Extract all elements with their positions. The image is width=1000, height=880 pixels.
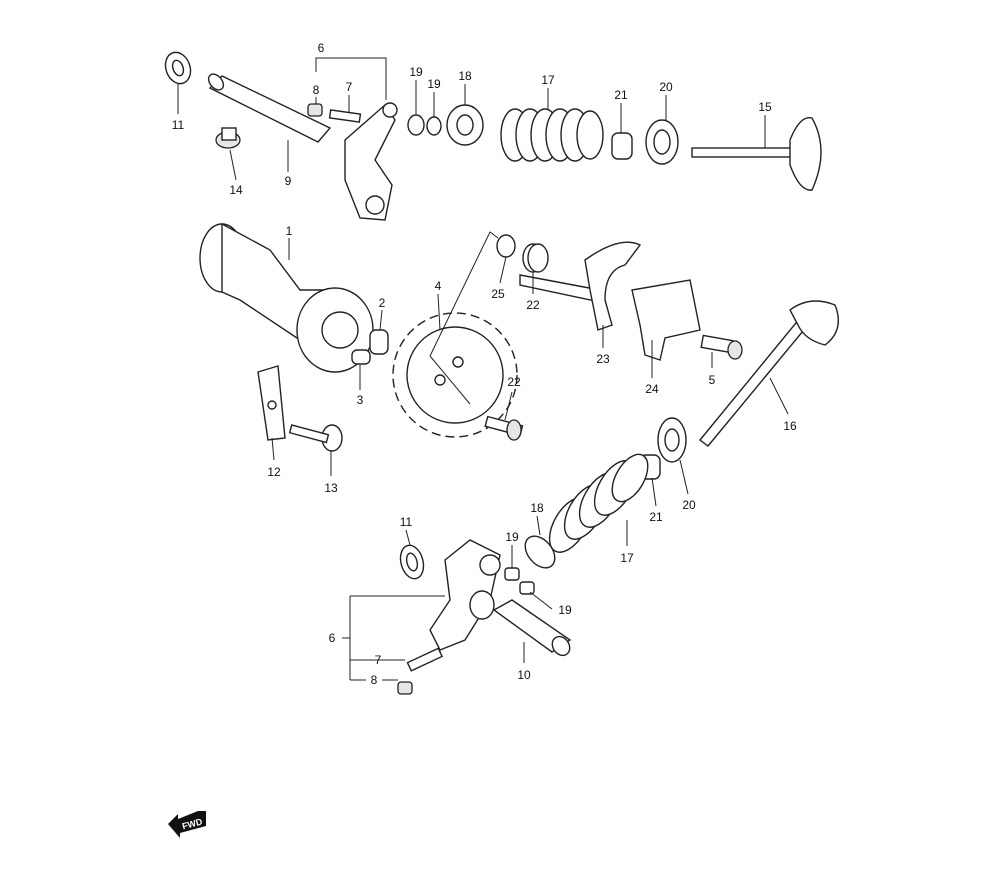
spring-17-upper xyxy=(500,108,604,162)
rocker-shaft-10 xyxy=(492,599,572,657)
part-callout-11: 11 xyxy=(172,118,185,132)
spring-17-lower xyxy=(548,453,649,553)
part-callout-19: 19 xyxy=(558,603,572,617)
decomp-shaft-23 xyxy=(519,241,642,331)
pin-3 xyxy=(351,349,371,365)
nut-8-lower xyxy=(397,681,413,695)
rocker-arm-6-upper xyxy=(344,102,398,221)
valve-16 xyxy=(698,300,839,447)
part-callout-6: 6 xyxy=(329,631,336,645)
adjust-screw-7-lower xyxy=(406,647,444,672)
screw-13 xyxy=(288,424,343,452)
part-callout-2: 2 xyxy=(379,296,386,310)
part-callout-7: 7 xyxy=(346,80,353,94)
retainer-18-lower xyxy=(524,535,556,569)
rocker-shaft-9 xyxy=(207,73,332,143)
part-callout-17: 17 xyxy=(541,73,555,87)
cotters-19-lower xyxy=(504,567,535,595)
part-callout-19: 19 xyxy=(409,65,423,79)
part-callout-17: 17 xyxy=(620,551,634,565)
leader-line xyxy=(405,529,411,546)
rocker-arm-6-lower xyxy=(429,539,501,651)
part-callout-8: 8 xyxy=(371,673,378,687)
part-callout-18: 18 xyxy=(530,501,544,515)
leader-line xyxy=(529,591,553,610)
part-callout-4: 4 xyxy=(435,279,442,293)
valve-15 xyxy=(691,116,822,191)
sprocket-4 xyxy=(392,312,518,438)
part-callout-9: 9 xyxy=(285,174,292,188)
adjust-screw-7-upper xyxy=(328,109,362,123)
camshaft-1 xyxy=(199,222,374,373)
retainer-18-upper xyxy=(446,104,484,146)
nut-8-upper xyxy=(307,103,323,117)
part-callout-22: 22 xyxy=(526,298,540,312)
part-callout-8: 8 xyxy=(313,83,320,97)
part-callout-19: 19 xyxy=(505,530,519,544)
leader-line xyxy=(379,309,383,331)
part-callout-21: 21 xyxy=(614,88,628,102)
part-callout-14: 14 xyxy=(229,183,243,197)
plate-12 xyxy=(257,365,286,441)
part-callout-3: 3 xyxy=(357,393,364,407)
spring-seat-20-upper xyxy=(645,119,679,165)
bolt-5 xyxy=(700,334,743,360)
part-callout-23: 23 xyxy=(596,352,610,366)
seal-21-upper xyxy=(611,132,633,160)
cotters-19-upper xyxy=(407,114,442,136)
part-callout-24: 24 xyxy=(645,382,659,396)
part-callout-25: 25 xyxy=(491,287,505,301)
bolt-14 xyxy=(215,127,241,149)
part-callout-10: 10 xyxy=(517,668,531,682)
part-callout-7: 7 xyxy=(375,653,382,667)
part-callout-20: 20 xyxy=(682,498,696,512)
leader-line xyxy=(504,391,513,421)
spring-22 xyxy=(522,243,549,273)
leader-line xyxy=(536,515,541,536)
leader-line xyxy=(229,149,237,181)
part-callout-21: 21 xyxy=(649,510,663,524)
part-callout-19: 19 xyxy=(427,77,441,91)
pin-2 xyxy=(369,329,389,355)
washer-25 xyxy=(496,234,516,258)
part-callout-15: 15 xyxy=(758,100,772,114)
part-callout-16: 16 xyxy=(783,419,797,433)
part-callout-5: 5 xyxy=(709,373,716,387)
decomp-cam-24 xyxy=(631,279,701,361)
washer-11-upper xyxy=(164,51,192,85)
leader-line xyxy=(679,459,689,495)
washer-11-lower xyxy=(399,544,425,580)
leader-line xyxy=(651,477,657,507)
part-callout-6: 6 xyxy=(318,41,325,55)
spring-seat-20-lower xyxy=(657,417,687,463)
part-callout-12: 12 xyxy=(267,465,281,479)
part-callout-22: 22 xyxy=(507,375,521,389)
leader-line xyxy=(271,437,275,461)
part-callout-11: 11 xyxy=(400,515,413,529)
leader-line xyxy=(769,377,789,415)
part-callout-1: 1 xyxy=(286,224,293,238)
bolt-22-sprocket xyxy=(484,415,524,441)
leader-line xyxy=(437,293,441,331)
part-callout-13: 13 xyxy=(324,481,338,495)
leader-line xyxy=(499,256,507,284)
forward-arrow-icon: FWD xyxy=(168,811,206,838)
part-callout-20: 20 xyxy=(659,80,673,94)
part-callout-18: 18 xyxy=(458,69,472,83)
